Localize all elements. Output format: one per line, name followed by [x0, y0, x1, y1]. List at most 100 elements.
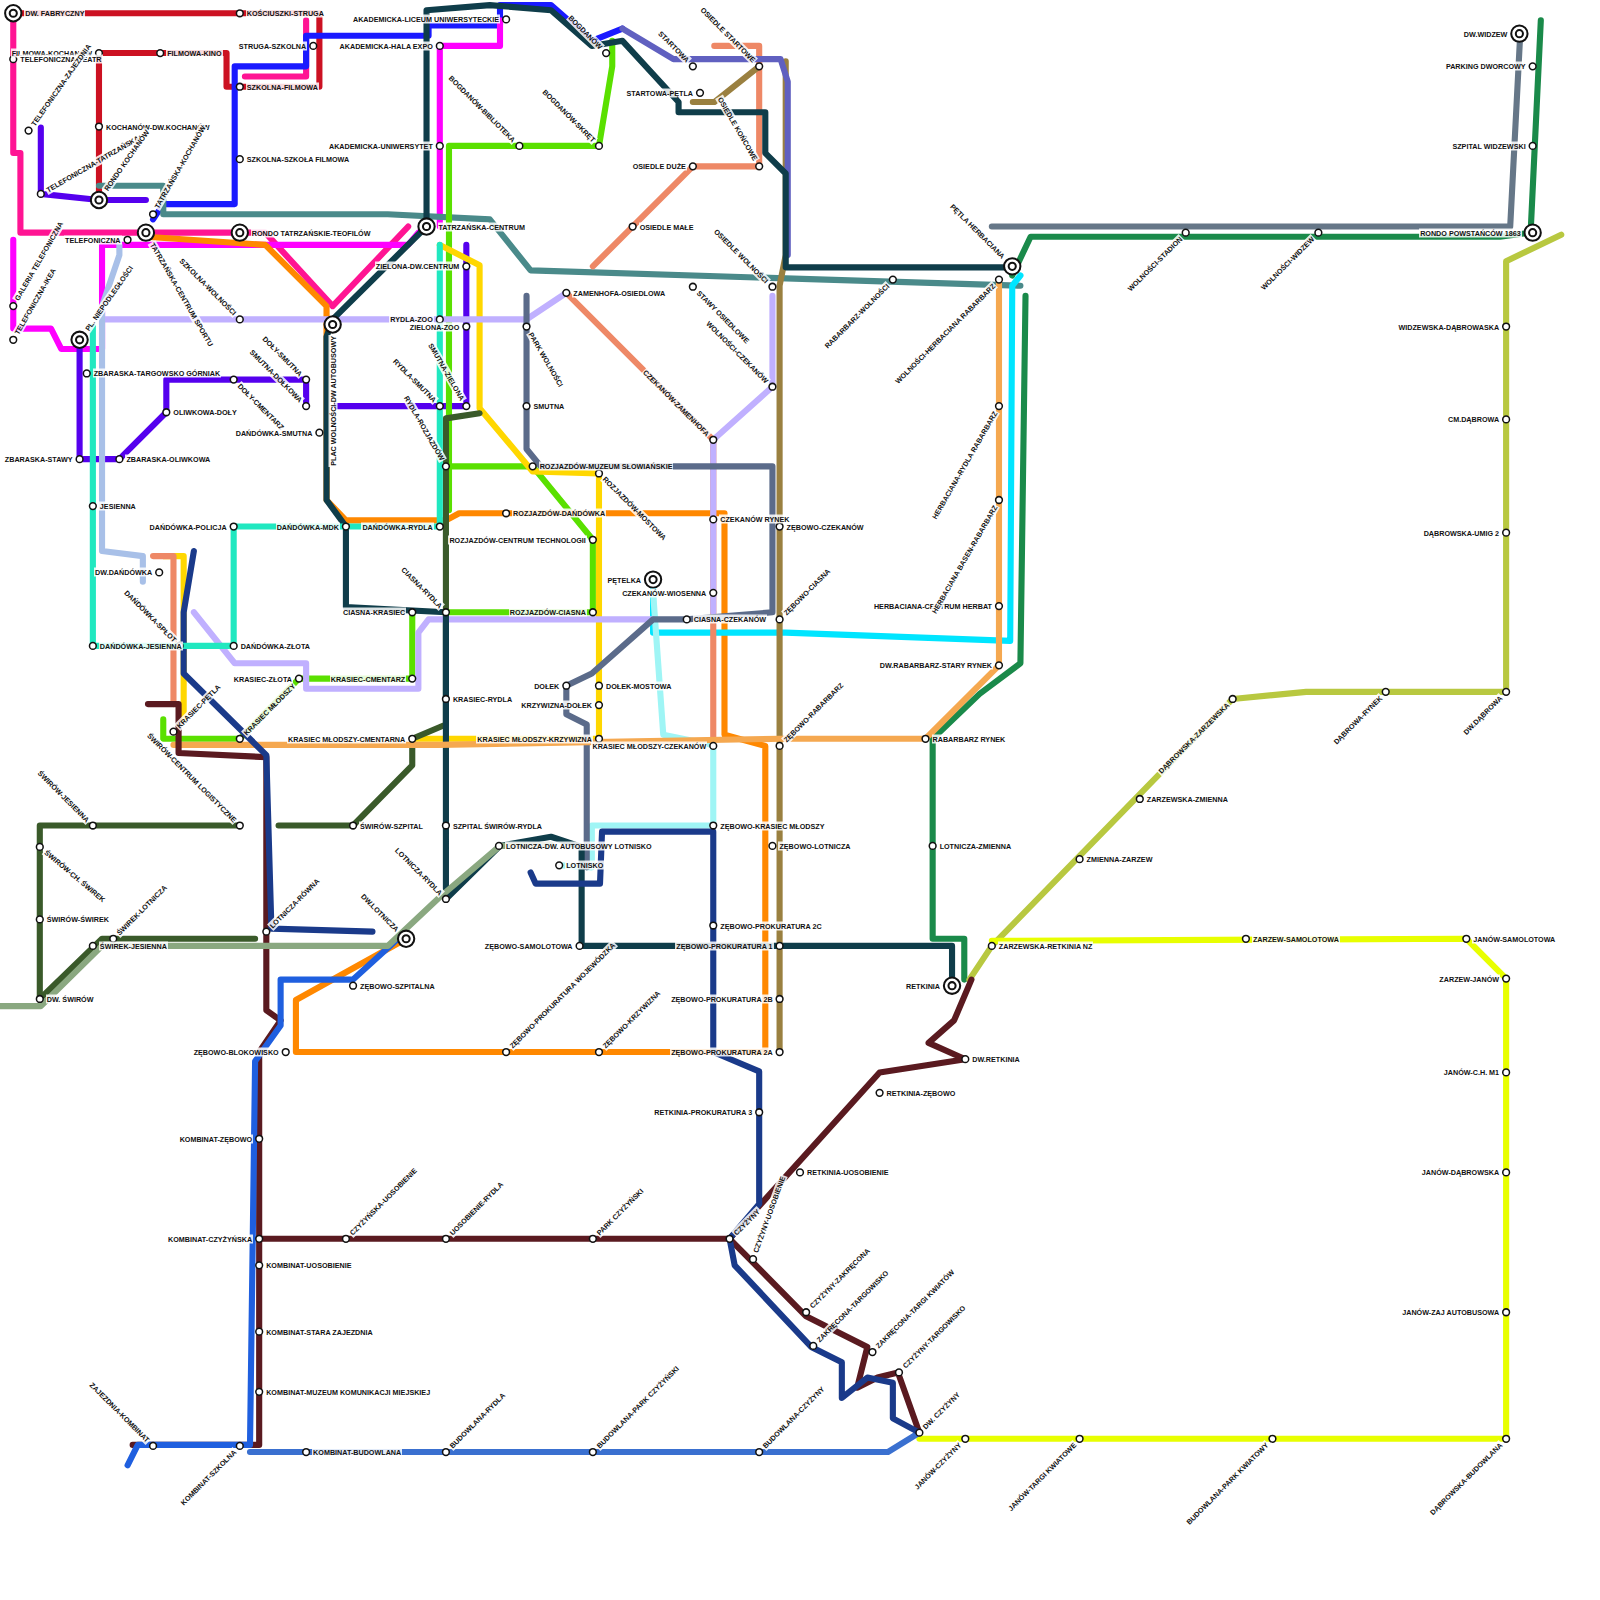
station-label: JESIENNA [99, 502, 137, 511]
station-dot [25, 127, 32, 134]
route-line [527, 296, 773, 867]
station-label: LOTNICZA-ZMIENNA [939, 841, 1012, 850]
station-dot [96, 123, 103, 130]
route-line [93, 245, 440, 646]
station-label: AKADEMICKA-UNIWERSYTET [328, 141, 434, 150]
interchange-dot [232, 224, 248, 240]
station-dot [436, 403, 443, 410]
station-label: ROZJAZDÓW-MOSTOWA [600, 475, 669, 544]
station-dot [150, 1443, 157, 1450]
station-label: SZPITAL ŚWIRÓW-RYDLA [452, 821, 543, 830]
station-label: KRASIEC-CMENTARZ [330, 674, 407, 683]
station-label: ZĘBOWO-PROKURATURA 1 [675, 941, 773, 950]
station-label: OSIEDLE KOŃCOWE [715, 95, 760, 163]
station-label: CZEKANÓW RYNEK [719, 515, 790, 524]
station-dot [463, 403, 470, 410]
route-line [693, 66, 759, 102]
station-dot [76, 456, 83, 463]
station-dot [929, 843, 936, 850]
station-dot [996, 662, 1003, 669]
station-dot [230, 643, 237, 650]
station-dot [710, 743, 717, 750]
route-line [593, 46, 759, 266]
station-label: BUDOWLANA-RYDLA [447, 1390, 508, 1451]
station-label: ZĘBOWO-KRZYWIZNA [600, 988, 663, 1051]
interchange-dot [403, 935, 410, 942]
station-label: DAŃDÓWKA-SMUTNA [235, 428, 314, 437]
station-dot [596, 682, 603, 689]
station-label: ZIELONA-DW.CENTRUM [375, 262, 460, 271]
station-dot [303, 376, 310, 383]
interchange-dot [1516, 30, 1523, 37]
station-label: KOŚCIUSZKI-STRUGA [246, 9, 325, 18]
station-label: JANÓW-DĄBROWSKA [1421, 1168, 1500, 1177]
station-label: TATRZAŃSKA-KOCHANÓW [152, 123, 208, 211]
station-label: LOTNICZA-RÓWNA [267, 876, 322, 931]
interchange-dot [71, 332, 87, 348]
station-label: DOŁEK [533, 681, 560, 690]
station-label: ZAKRĘCONA-TARGOWISKO [814, 1268, 891, 1345]
station-dot [1243, 935, 1250, 942]
station-label: ZĘBOWO-LOTNICZA [778, 841, 851, 850]
station-dot [563, 682, 570, 689]
station-label: ZĘBOWO-PROKURATURA 2B [670, 994, 773, 1003]
station-label: KOMBINAT-UOSOBIENIE [265, 1261, 352, 1270]
station-dot [443, 822, 450, 829]
station-label: DAŃDÓWKA-JESIENNA [99, 641, 183, 650]
station-label: ŚWIRÓW-CH. ŚWIREK [41, 847, 107, 904]
station-dot [576, 943, 583, 950]
station-dot [1229, 696, 1236, 703]
station-dot [303, 403, 310, 410]
station-dot [1503, 1169, 1510, 1176]
station-dot [303, 1449, 310, 1456]
station-label: ROZJAZDÓW-CIASNA [509, 608, 587, 617]
station-dot [236, 316, 243, 323]
route-line [449, 41, 612, 510]
station-dot [89, 503, 96, 510]
station-dot [443, 463, 450, 470]
interchange-dot [1529, 229, 1536, 236]
station-dot [689, 63, 696, 70]
interchange-dot [948, 982, 955, 989]
station-label: LOTNICZA-DW. AUTOBUSOWY LOTNISKO [505, 841, 653, 850]
station-label: KRASIEC-ZŁOTA [233, 674, 293, 683]
station-dot [1136, 796, 1143, 803]
station-dot [922, 735, 929, 742]
station-label: ZARZEWSKA-ZMIENNA [1146, 794, 1229, 803]
station-label: KRASIEC-RYDLA [452, 694, 513, 703]
station-label: ZARZEWSKA-RETKINIA NZ [998, 941, 1094, 950]
route-line [1012, 20, 1541, 275]
station-dot [343, 1235, 350, 1242]
station-label: ZBARASKA-TARGOWSKO GÓRNIAK [93, 369, 221, 378]
station-label: BOGDANÓW-SKRĘT [540, 87, 598, 145]
station-dot [350, 822, 357, 829]
station-dot [726, 1235, 733, 1242]
station-label: DAŃDÓWKA-RYDLA [361, 522, 433, 531]
station-label: ZARZEW-SAMOLOTOWA [1252, 934, 1340, 943]
station-dot [256, 1388, 263, 1395]
interchange-dot [944, 978, 960, 994]
station-label: SZKOLNA-FILMOWA [246, 82, 319, 91]
station-label: OSIEDLE MAŁE [639, 222, 695, 231]
station-label: WOLNOŚCI-HERBACIANA RABARBARZ [893, 281, 998, 386]
station-dot [523, 403, 530, 410]
station-label: BUDOWLANA-PARK CZYŻYŃSKI [594, 1363, 682, 1451]
station-label: DW.WIDZEW [1463, 29, 1509, 38]
station-label: RABARBARZ-WOLNOŚCI [822, 281, 892, 351]
route-line [41, 128, 146, 200]
route-line [992, 31, 1521, 227]
station-dot [150, 211, 157, 218]
interchange-dot [423, 223, 430, 230]
station-dot [710, 516, 717, 523]
station-dot [769, 383, 776, 390]
station-dot [589, 609, 596, 616]
station-label: ZIELONA-ZOO [409, 322, 461, 331]
station-dot [236, 156, 243, 163]
station-dot [603, 50, 610, 57]
station-label: DW.RABARBARZ-STARY RYNEK [879, 661, 993, 670]
station-dot [236, 1443, 243, 1450]
station-label: DOŁY-CMENTARZ [235, 381, 286, 432]
station-label: CZEKANÓW-ZAMENHOFA [641, 367, 712, 438]
station-dot [556, 862, 563, 869]
station-dot [1503, 975, 1510, 982]
